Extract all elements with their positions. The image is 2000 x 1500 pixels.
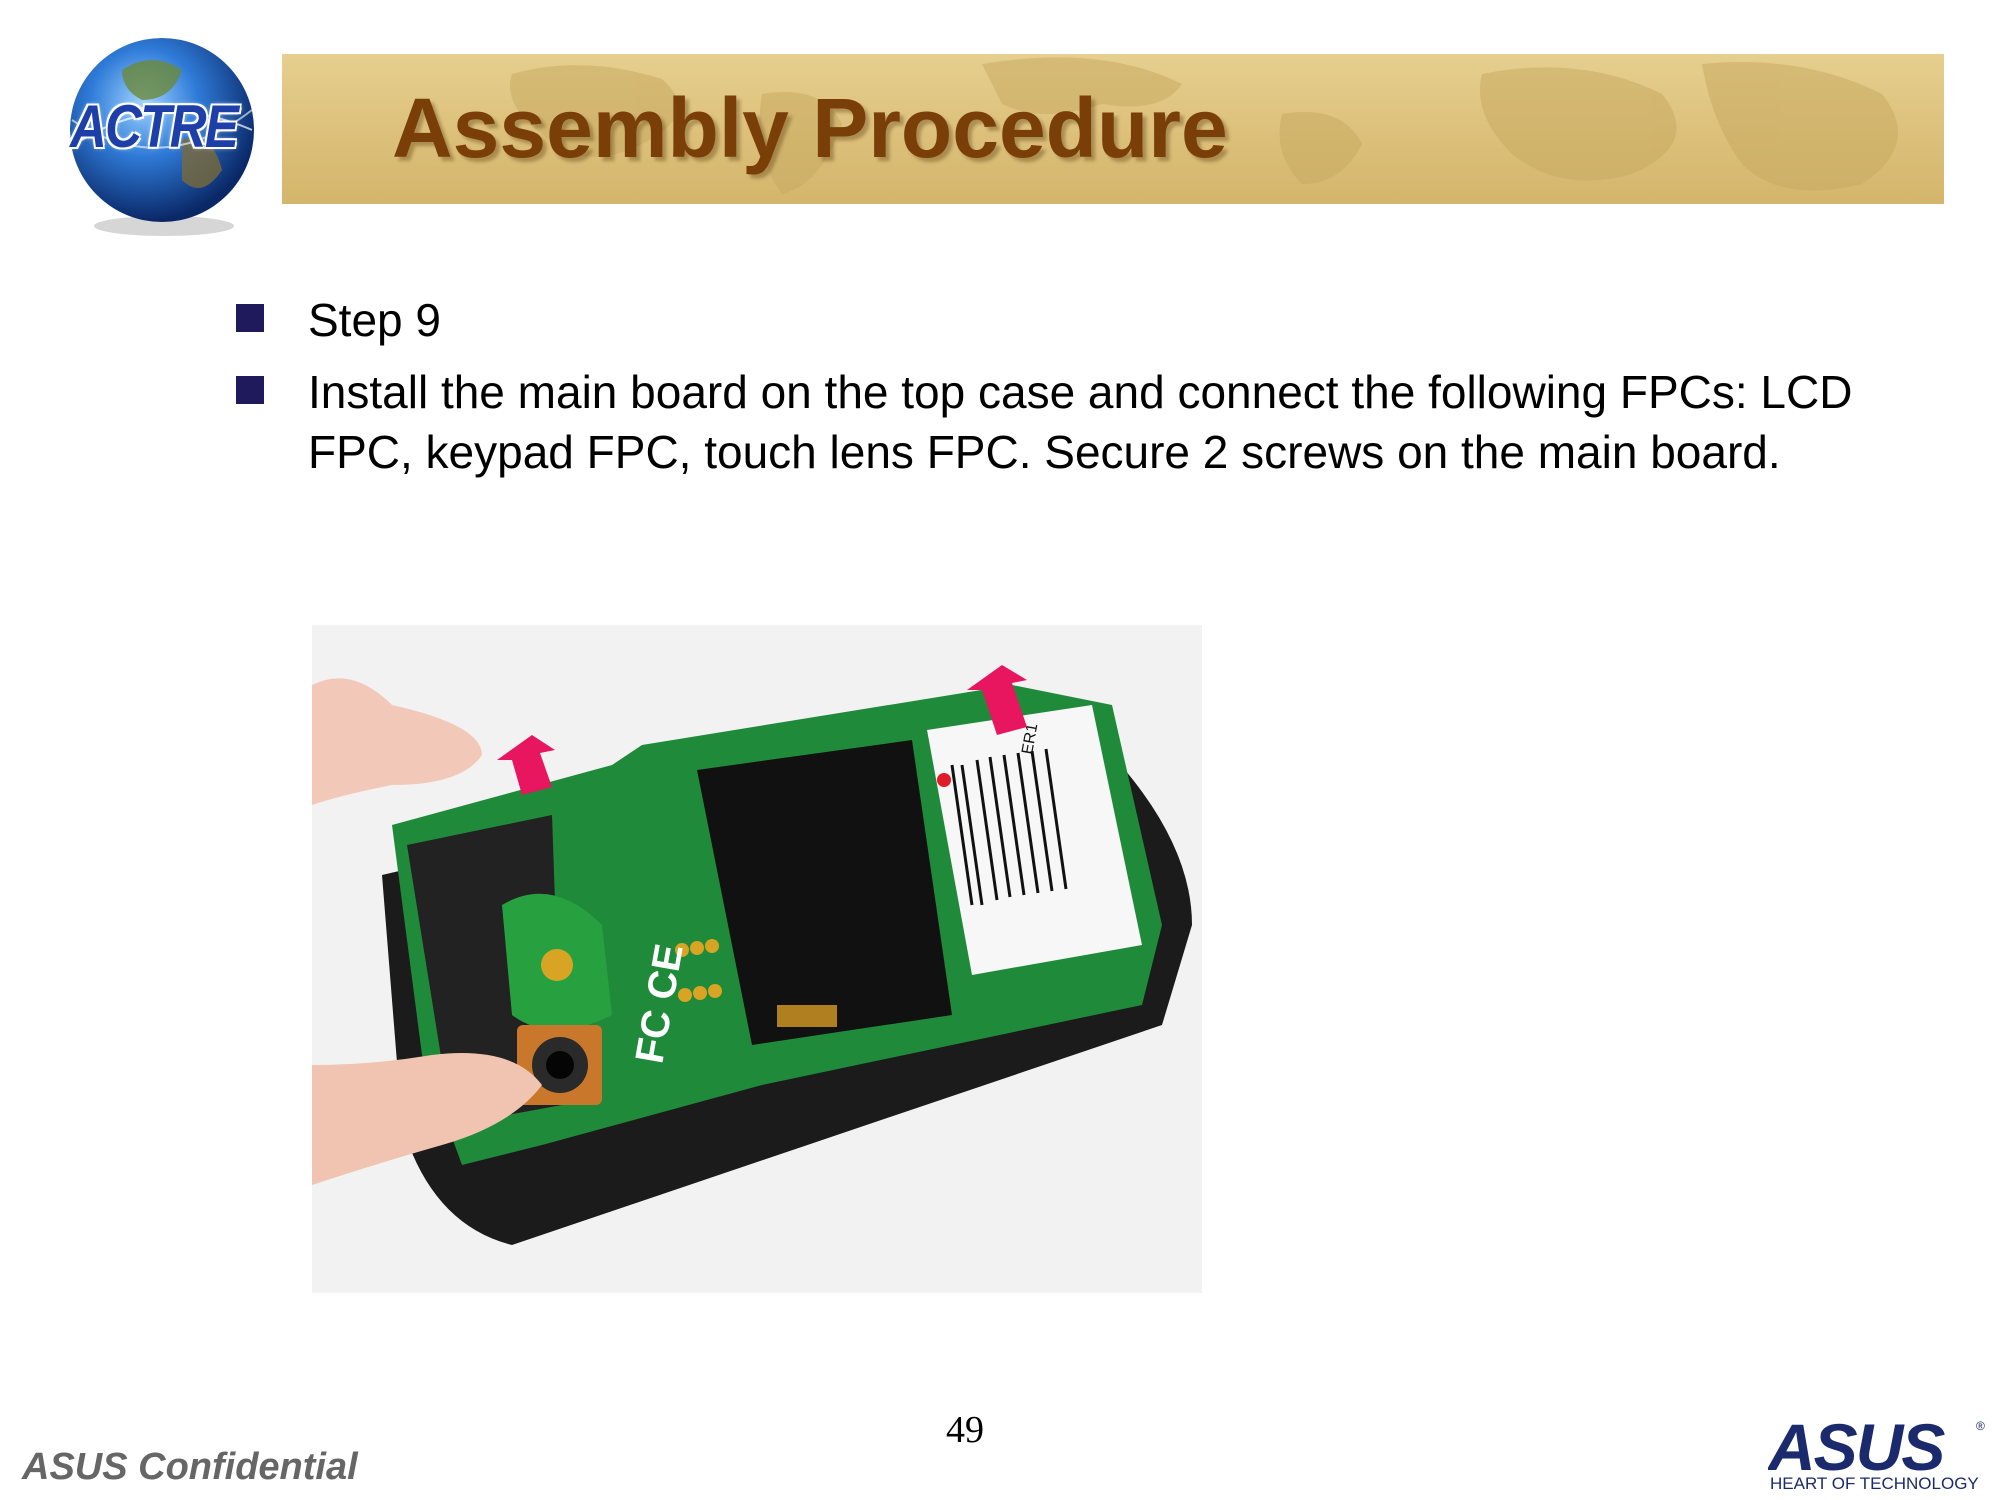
asus-tagline: HEART OF TECHNOLOGY bbox=[1770, 1474, 1979, 1493]
label-code-er1: ER1 bbox=[1019, 722, 1041, 756]
page-number: 49 bbox=[946, 1409, 984, 1451]
bullet-marker bbox=[236, 304, 264, 332]
header-banner: Assembly Procedure bbox=[282, 54, 1944, 204]
main-board-illustration: G5 ER1 FC CE bbox=[312, 625, 1202, 1293]
page-title: Assembly Procedure bbox=[392, 81, 1228, 175]
world-map-background bbox=[510, 57, 1898, 194]
logo-text: ACTRE bbox=[70, 93, 239, 160]
bullet-marker bbox=[236, 376, 264, 404]
instruction-text: Install the main board on the top case a… bbox=[308, 366, 1853, 478]
main-board-photo: G5 ER1 FC CE bbox=[312, 625, 1202, 1293]
step-label: Step 9 bbox=[308, 294, 441, 346]
asus-logo: ASUS ® bbox=[1768, 1414, 1985, 1476]
asus-brand-text: ASUS bbox=[1768, 1414, 1945, 1476]
actre-globe-logo bbox=[70, 38, 254, 236]
confidential-label: ASUS Confidential bbox=[22, 1446, 358, 1488]
registered-mark: ® bbox=[1976, 1419, 1985, 1433]
